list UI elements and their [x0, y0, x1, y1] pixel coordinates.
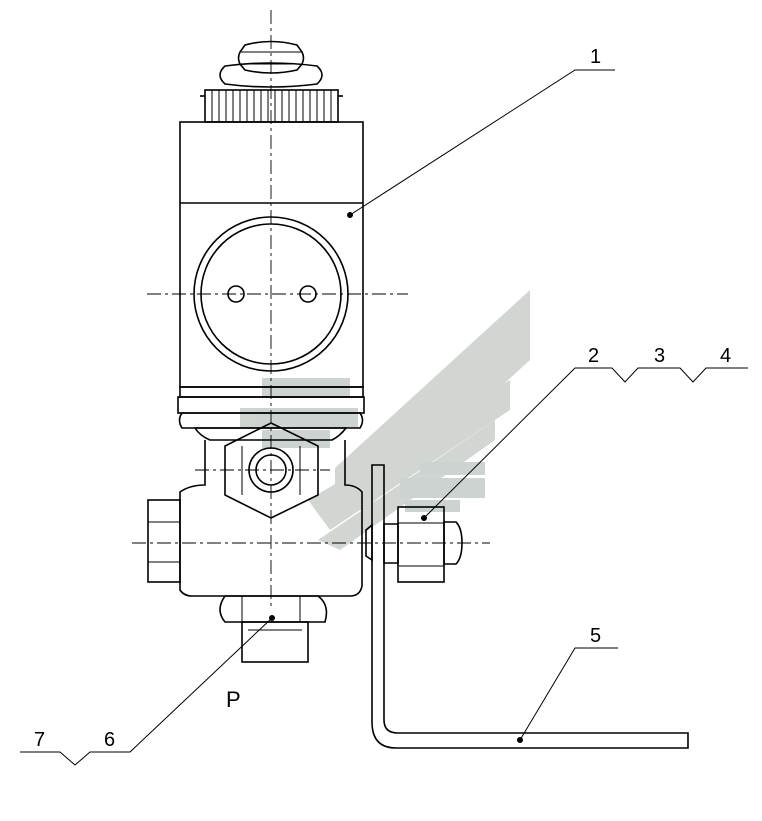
callout-1: 1 — [590, 46, 601, 68]
right-bolt-assembly — [365, 506, 463, 583]
callout-6: 6 — [104, 729, 115, 751]
leader-lines — [20, 69, 748, 766]
leader-2-3-4 — [423, 367, 748, 519]
top-knob — [219, 40, 323, 88]
main-housing — [179, 121, 364, 388]
leader-1-dot — [347, 212, 353, 218]
left-plug — [147, 499, 181, 583]
knurled-nut — [200, 89, 343, 123]
port-label: P — [226, 687, 241, 712]
callout-7: 7 — [34, 729, 45, 751]
callout-4: 4 — [720, 345, 731, 367]
mounting-bracket — [371, 464, 689, 749]
lower-rings — [177, 386, 365, 441]
bottom-fitting — [219, 595, 328, 663]
leader-5-dot — [517, 737, 523, 743]
leader-5 — [519, 647, 618, 741]
leader-2-dot — [421, 515, 427, 521]
callout-2: 2 — [588, 345, 599, 367]
callout-3: 3 — [654, 345, 665, 367]
hex-fitting — [224, 422, 319, 519]
callout-5: 5 — [590, 625, 601, 647]
leader-6-7 — [20, 617, 273, 766]
leader-6-dot — [269, 615, 275, 621]
leader-1 — [349, 69, 615, 216]
